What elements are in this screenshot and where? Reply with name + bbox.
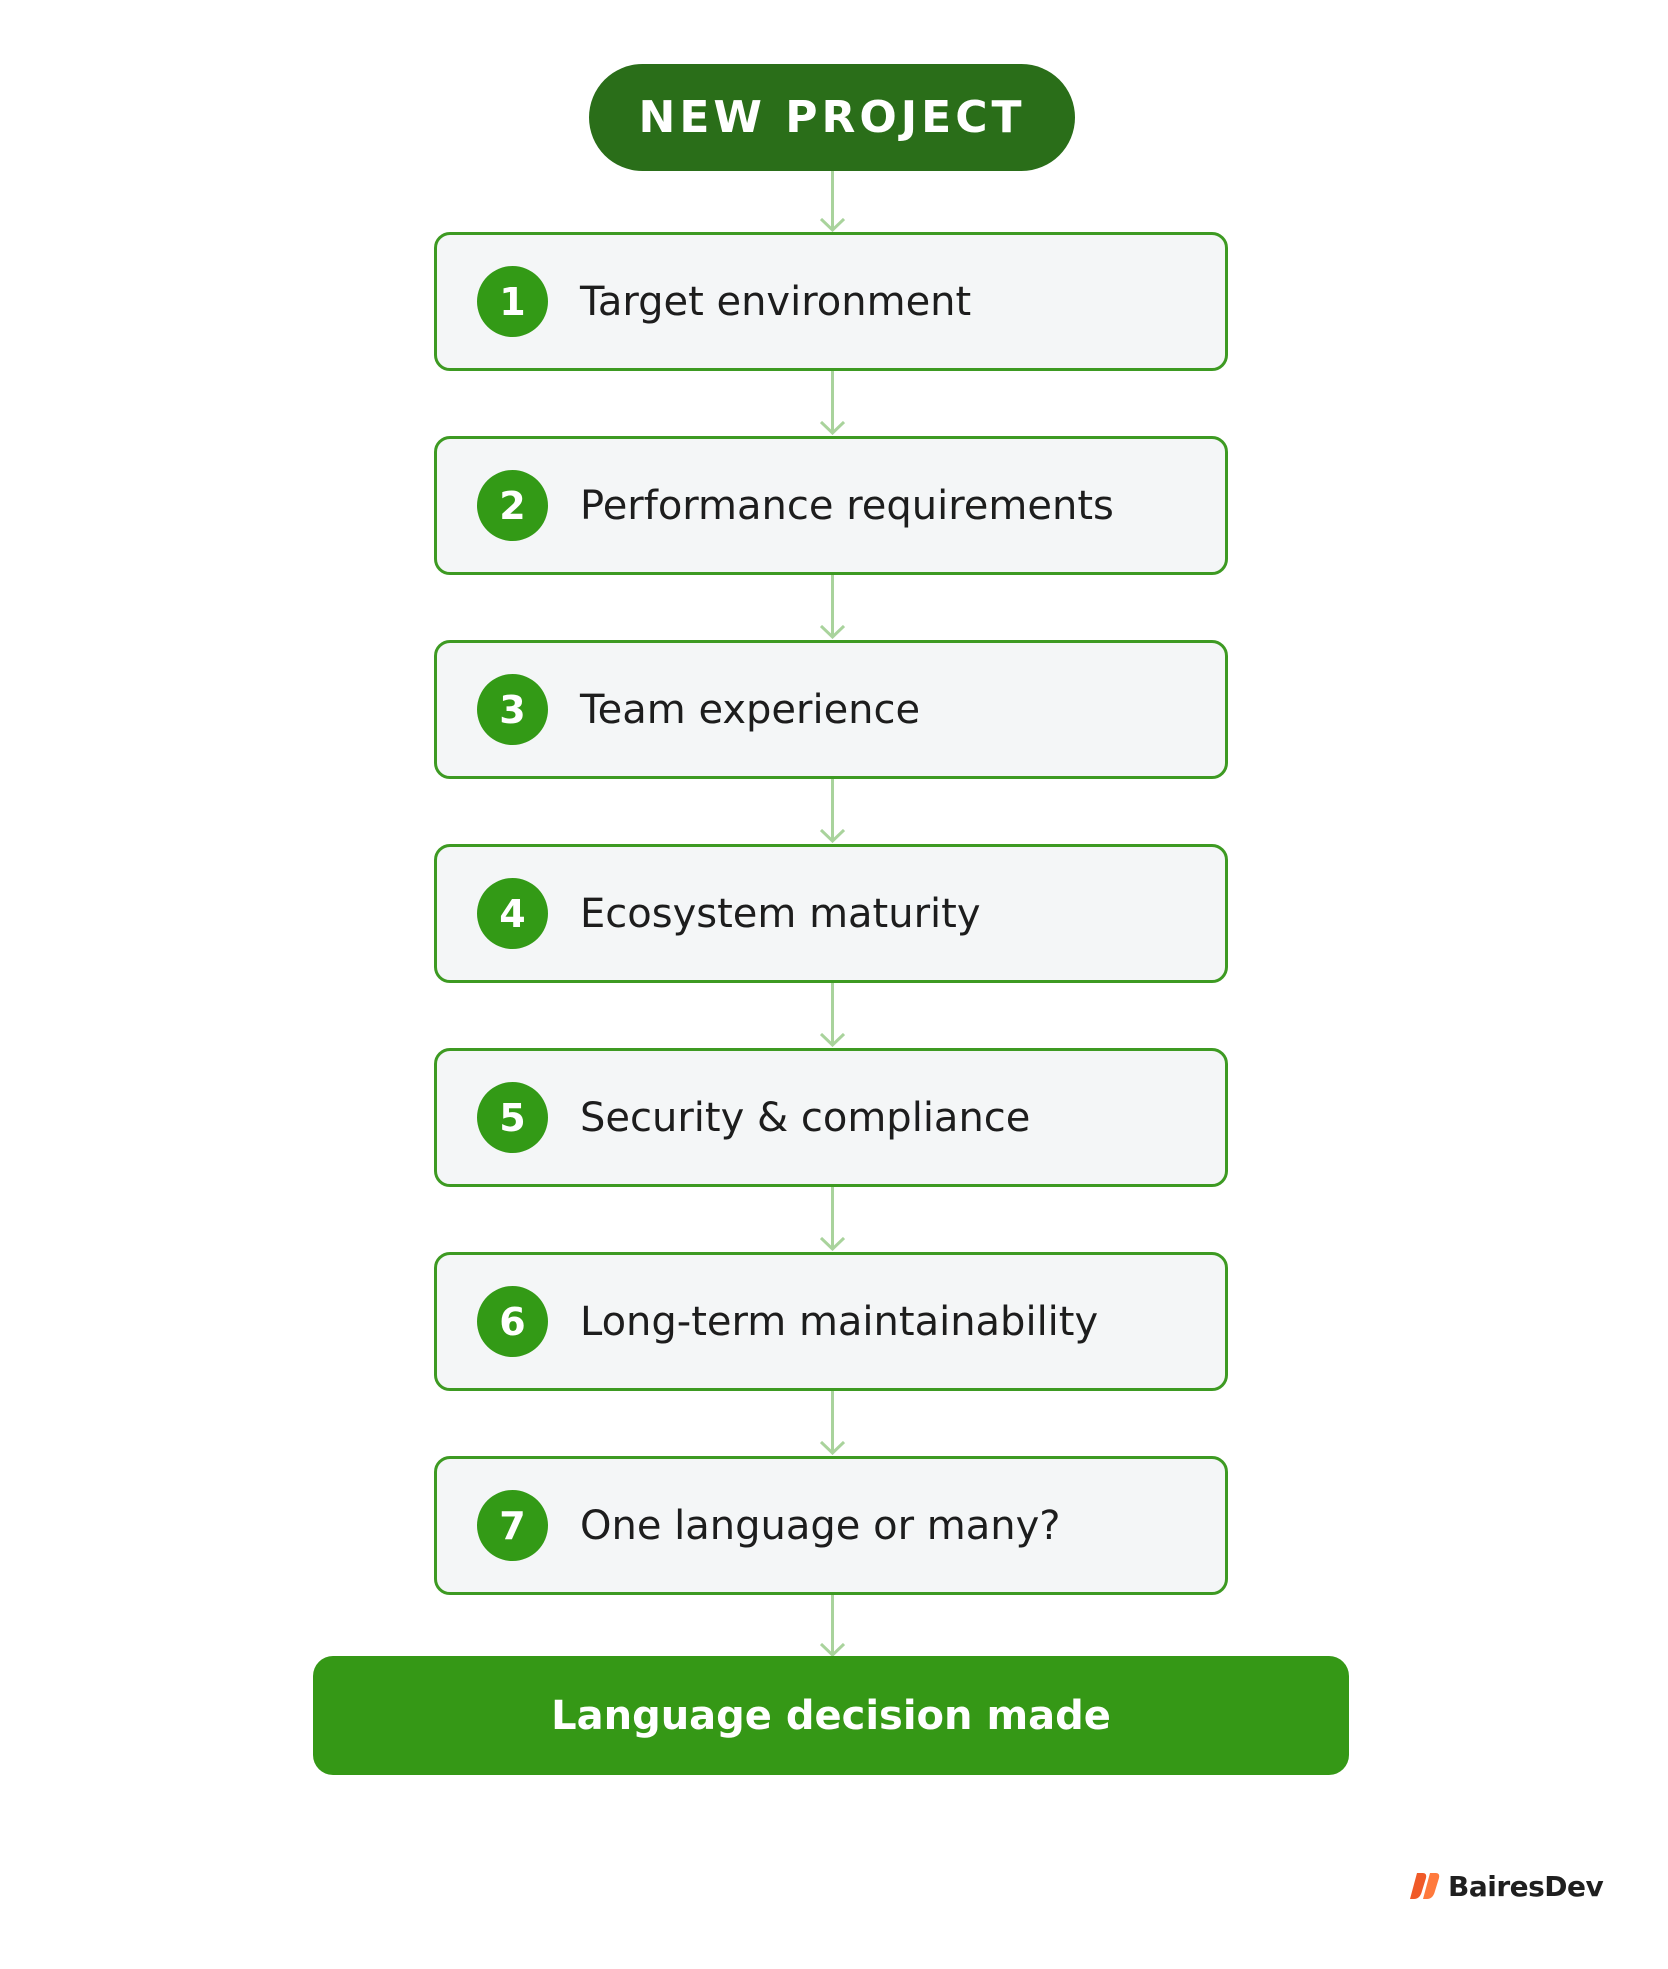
step-3: 3 Team experience [434,640,1228,779]
step-7: 7 One language or many? [434,1456,1228,1595]
step-label: Target environment [580,278,972,325]
step-number-badge: 5 [477,1082,548,1153]
arrowhead-icon [820,625,845,639]
step-number-badge: 1 [477,266,548,337]
step-label: Team experience [580,686,921,733]
brand-name: BairesDev [1448,1869,1604,1903]
step-number-badge: 3 [477,674,548,745]
step-number-badge: 4 [477,878,548,949]
connector-step-7-to-end [831,1595,834,1655]
arrowhead-icon [820,1033,845,1047]
end-node-label: Language decision made [551,1692,1111,1739]
connector-step-5-to-step-6 [831,1187,834,1248]
connector-step-1-to-step-2 [831,371,834,432]
step-1: 1 Target environment [434,232,1228,371]
step-label: One language or many? [580,1502,1061,1549]
connector-step-6-to-step-7 [831,1391,834,1452]
start-node-label: NEW PROJECT [638,92,1026,143]
connector-start-to-step-1 [831,171,834,229]
step-number-badge: 6 [477,1286,548,1357]
step-5: 5 Security & compliance [434,1048,1228,1187]
step-label: Ecosystem maturity [580,890,981,937]
arrowhead-icon [820,1237,845,1251]
connector-step-2-to-step-3 [831,575,834,636]
step-2: 2 Performance requirements [434,436,1228,575]
step-4: 4 Ecosystem maturity [434,844,1228,983]
arrowhead-icon [820,1441,845,1455]
arrowhead-icon [820,218,845,232]
connector-step-4-to-step-5 [831,983,834,1044]
step-label: Security & compliance [580,1094,1031,1141]
end-node: Language decision made [313,1656,1349,1775]
arrowhead-icon [820,1643,845,1657]
connector-step-3-to-step-4 [831,779,834,840]
arrowhead-icon [820,829,845,843]
step-number-badge: 7 [477,1490,548,1561]
arrowhead-icon [820,421,845,435]
start-node: NEW PROJECT [589,64,1075,171]
step-6: 6 Long-term maintainability [434,1252,1228,1391]
step-number-badge: 2 [477,470,548,541]
bairesdev-logo-icon [1410,1873,1440,1899]
brand-logo: BairesDev [1408,1868,1604,1904]
step-label: Performance requirements [580,482,1114,529]
step-label: Long-term maintainability [580,1298,1099,1345]
